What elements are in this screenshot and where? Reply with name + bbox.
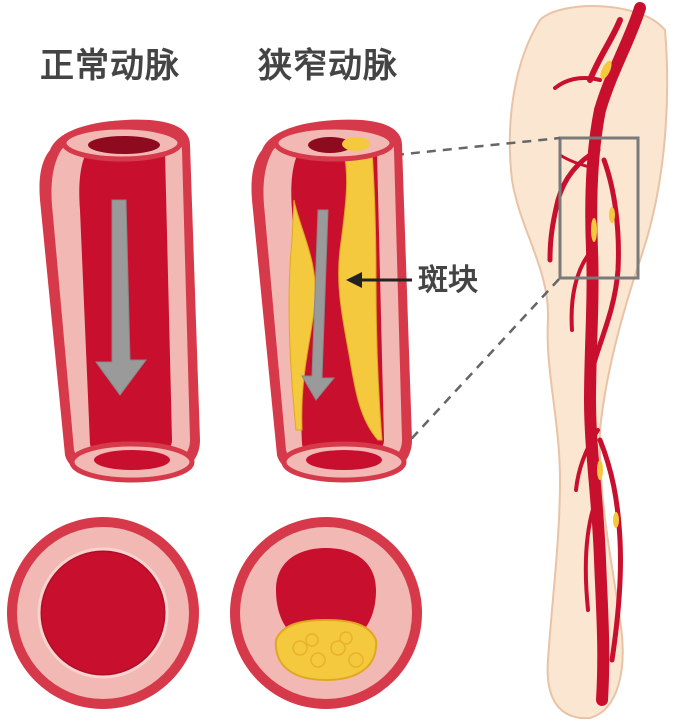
normal-flow-arrow-icon <box>95 199 147 396</box>
leg-artery-tree <box>547 2 646 706</box>
normal-artery-cross-section <box>7 517 199 709</box>
zoom-leader-top <box>394 136 561 157</box>
narrowed-artery-title: 狭窄动脉 <box>258 46 398 86</box>
zoom-leader-bottom <box>389 277 561 463</box>
plaque-pointer-arrow-icon <box>346 272 412 288</box>
normal-artery-section <box>39 119 201 483</box>
zoom-box <box>558 136 640 280</box>
normal-artery-title: 正常动脉 <box>40 46 180 86</box>
leg-plaque-spots <box>591 60 619 528</box>
plaque-label: 斑块 <box>418 263 478 298</box>
narrowed-flow-arrow-icon <box>301 209 336 401</box>
narrowed-artery-section <box>251 119 412 483</box>
narrowed-artery-cross-section <box>230 517 422 709</box>
